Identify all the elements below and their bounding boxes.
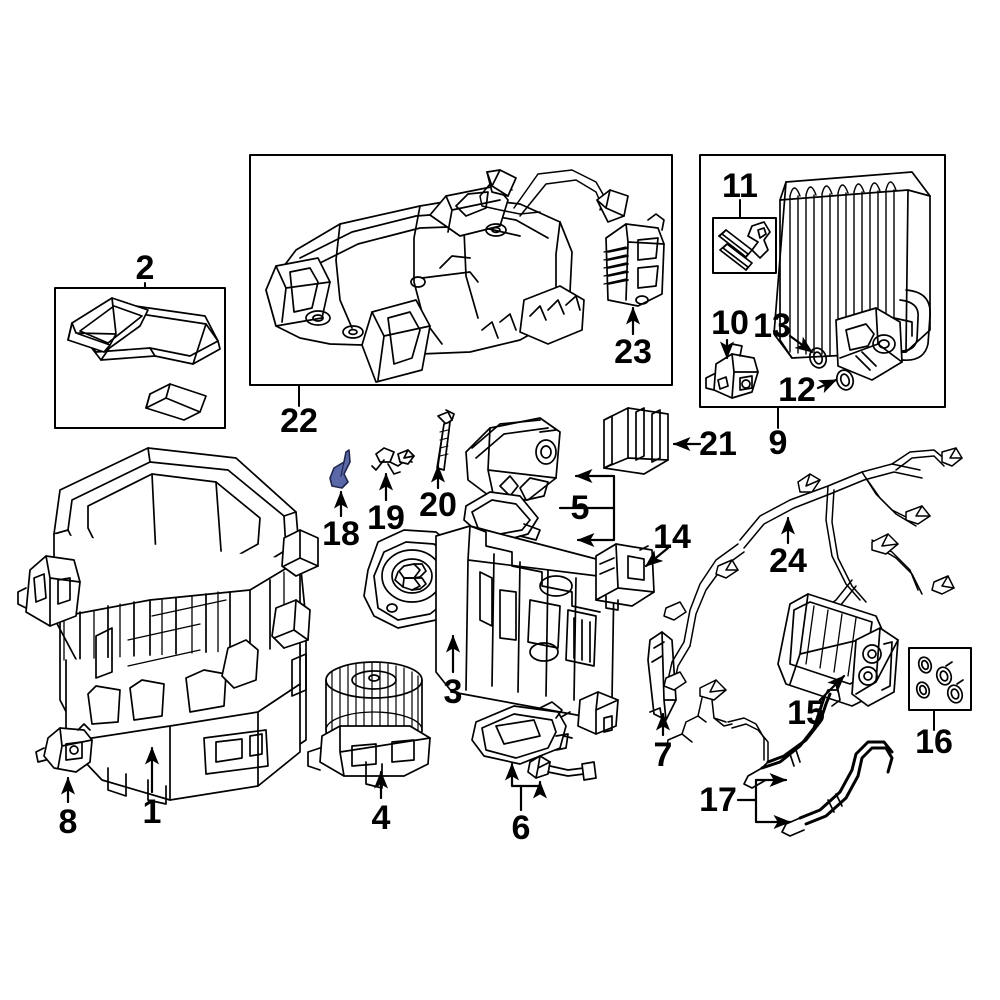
callout-label-1[interactable]: 1 [142,793,162,831]
callout-label-14[interactable]: 14 [653,518,691,556]
part-blower-housing-case [363,525,619,739]
callout-label-20[interactable]: 20 [419,486,457,524]
callout-label-13[interactable]: 13 [753,307,791,345]
callout-label-16[interactable]: 16 [915,723,953,761]
panel-cabin-air-filter [54,282,226,429]
part-duct-seal-upper [465,417,561,501]
part-housing-case [17,447,319,805]
panel-evaporator [699,154,946,429]
panel-air-duct-assembly [249,154,673,407]
callout-label-5[interactable]: 5 [570,489,590,527]
part-cover-plate [471,701,569,765]
callout-label-18[interactable]: 18 [322,515,360,553]
callout-label-17[interactable]: 17 [699,781,737,819]
callout-label-7[interactable]: 7 [653,736,673,774]
callout-label-11[interactable]: 11 [722,167,758,205]
part-sensor-with-lead [527,755,597,781]
callout-label-24[interactable]: 24 [769,542,807,580]
callout-label-15[interactable]: 15 [787,694,825,732]
part-wiring-pigtail [371,447,415,475]
callout-label-6[interactable]: 6 [511,809,531,847]
callout-label-9[interactable]: 9 [768,424,788,462]
callout-label-2[interactable]: 2 [135,249,155,287]
part-mounting-screw [436,409,455,471]
panel-o-ring-kit [908,647,972,731]
callout-label-22[interactable]: 22 [280,402,318,440]
callout-label-12[interactable]: 12 [778,371,816,409]
part-temperature-sensor-clip-highlighted [329,449,351,489]
callout-label-19[interactable]: 19 [367,499,405,537]
callout-label-21[interactable]: 21 [699,425,737,463]
part-duct-seal-lower [463,491,541,541]
part-blower-motor-fan [307,661,431,789]
part-heater-core [777,593,899,707]
part-actuator-motor [35,723,93,773]
callout-label-3[interactable]: 3 [443,673,463,711]
callout-label-10[interactable]: 10 [711,304,749,342]
callout-label-23[interactable]: 23 [614,333,652,371]
part-control-module [595,543,655,611]
callout-label-8[interactable]: 8 [58,803,78,841]
callout-label-4[interactable]: 4 [371,799,391,837]
part-foam-seal-block [603,407,669,475]
